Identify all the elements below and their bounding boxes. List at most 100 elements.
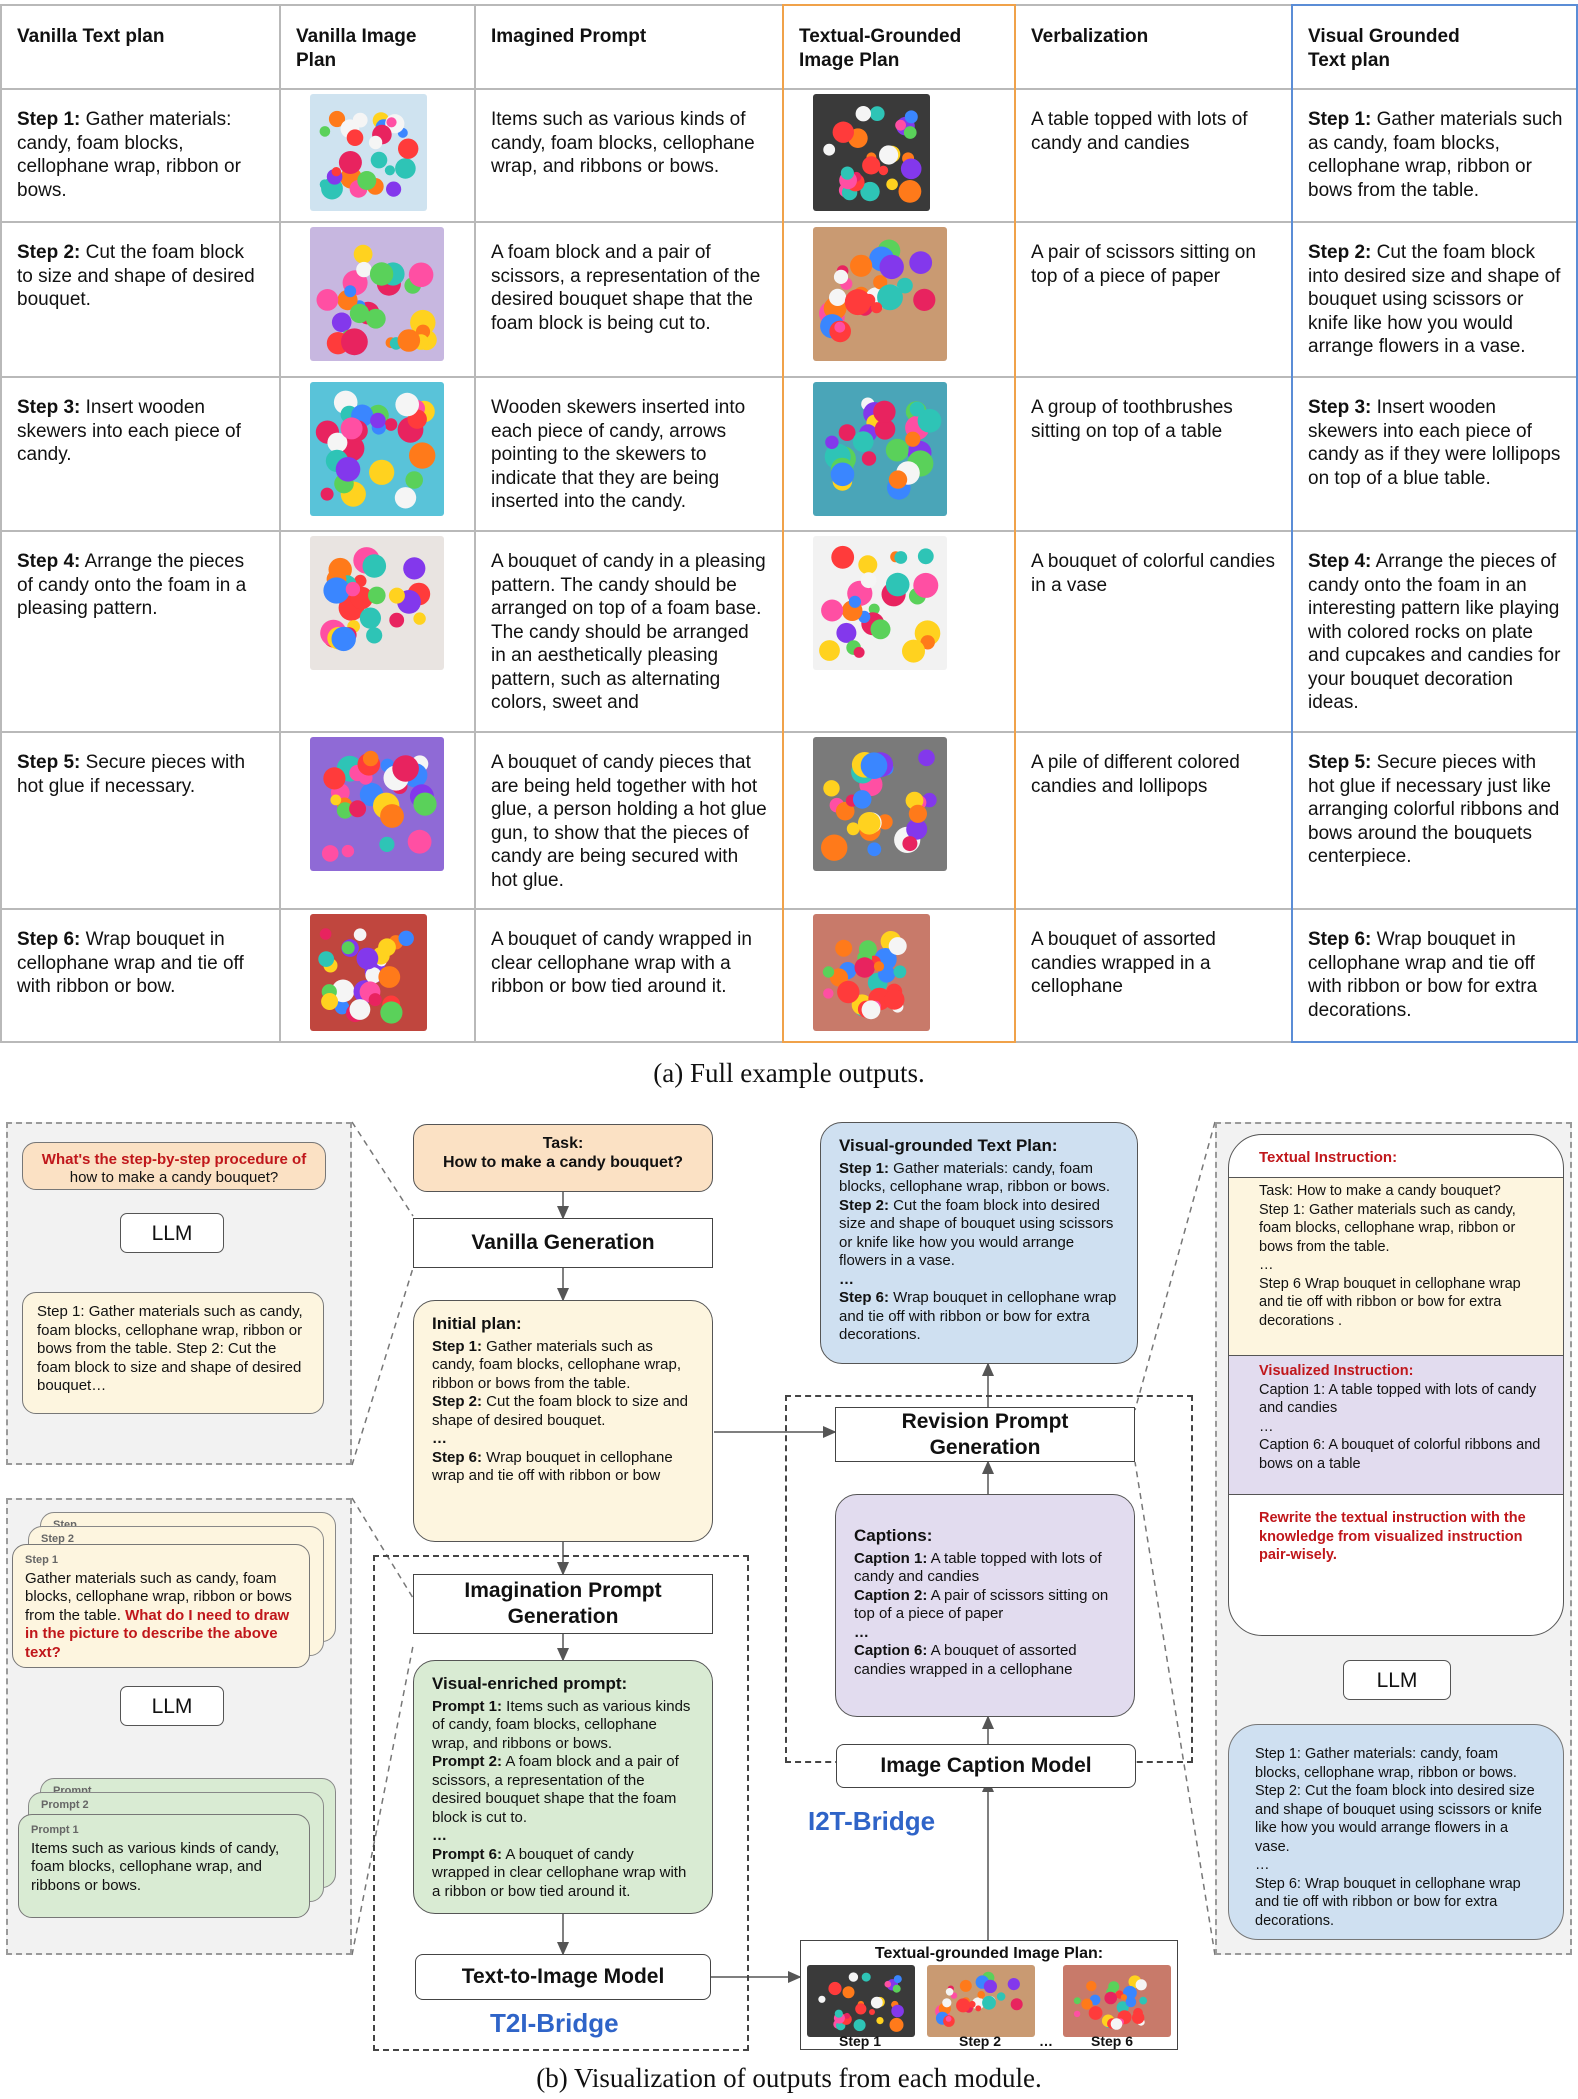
grounded-image: [813, 94, 930, 211]
text-line: …: [1255, 1857, 1270, 1873]
candy-piece: [818, 1995, 826, 2003]
candy-piece: [407, 829, 432, 854]
candy-piece: [362, 750, 379, 767]
candy-piece: [972, 1997, 985, 2010]
candy-piece: [352, 112, 368, 128]
candy-piece: [908, 804, 927, 823]
rewrite-instruction: Rewrite the textual instruction with the…: [1259, 1510, 1526, 1563]
candy-piece: [345, 581, 361, 597]
candy-piece: [852, 431, 874, 452]
list-item-key: …: [854, 1623, 869, 1641]
candy-piece: [848, 595, 861, 608]
list-item-key: Caption 6:: [854, 1642, 928, 1659]
candy-piece: [331, 626, 356, 652]
grounded-text: Cut the foam block into desired size and…: [1308, 242, 1561, 357]
text-line: Step 6 Wrap bouquet in cellophane wrap a…: [1259, 1275, 1521, 1329]
candy-piece: [356, 947, 379, 970]
grounded-text: Gather materials such as candy, foam blo…: [1308, 109, 1563, 201]
candy-piece: [854, 957, 875, 978]
vanilla-image: [310, 94, 427, 211]
grounded-image: [813, 227, 947, 361]
candy-piece: [365, 967, 382, 984]
candy-piece: [874, 419, 896, 440]
step-label: Step 1:: [17, 109, 81, 130]
candy-piece: [365, 308, 386, 329]
candy-piece: [335, 457, 361, 482]
list-item-value: Cut the foam block to size and shape of …: [432, 1393, 688, 1429]
candy-piece: [852, 790, 872, 809]
candy-piece: [320, 487, 334, 501]
candy-piece: [918, 749, 935, 767]
highlight-column-border: [1014, 4, 1016, 1041]
candy-piece: [917, 548, 934, 565]
candy-piece: [861, 1000, 881, 1020]
candy-piece: [893, 1975, 902, 1984]
table-horizontal-rule: [0, 376, 1578, 378]
candy-piece: [388, 587, 405, 604]
candy-piece: [895, 119, 906, 131]
vanilla-image-cell: [279, 221, 474, 376]
highlight-column-border: [782, 4, 1016, 6]
image-plan-label-6: Step 6: [1091, 2033, 1134, 2049]
verbal-text: A group of toothbrushes sitting on top o…: [1031, 397, 1233, 442]
candy-piece: [902, 836, 918, 852]
candy-piece: [327, 432, 348, 453]
candy-piece: [1010, 1998, 1023, 2011]
candy-piece: [834, 321, 846, 333]
llm-box-bottom: LLM: [120, 1686, 224, 1726]
candy-piece: [945, 2016, 952, 2022]
list-item-value: A bouquet of assorted candies wrapped in…: [854, 1642, 1077, 1678]
table-vertical-rule: [279, 4, 281, 1041]
step-label: Step 5:: [1308, 752, 1372, 773]
step-label: Step 6:: [1308, 929, 1372, 950]
candy-piece: [353, 244, 373, 264]
candy-piece: [341, 328, 368, 356]
candy-piece: [331, 312, 352, 333]
candy-piece: [349, 800, 367, 818]
candy-piece: [1125, 1996, 1137, 2008]
table-caption: (a) Full example outputs.: [653, 1058, 925, 1088]
grounded-image-cell: [782, 530, 1014, 731]
highlight-column-border: [1291, 4, 1293, 1041]
verbal-cell: A pair of scissors sitting on top of a p…: [1014, 221, 1291, 376]
candy-piece: [409, 442, 436, 469]
grounded-text: Wrap bouquet in cellophane wrap and tie …: [1308, 929, 1538, 1021]
candy-piece: [1089, 1994, 1101, 2006]
candy-piece: [873, 400, 896, 423]
candy-piece: [904, 110, 918, 124]
step-card-question: What do I need to draw in the picture to…: [25, 1606, 290, 1661]
candy-piece: [898, 180, 922, 203]
llm-box-top: LLM: [120, 1213, 224, 1253]
vanilla-image-cell: [279, 908, 474, 1041]
prompt-cell: A foam block and a pair of scissors, a r…: [474, 221, 782, 376]
column-header: Visual Grounded Text plan: [1291, 4, 1578, 88]
candy-piece: [945, 1988, 954, 1996]
candy-piece: [353, 928, 367, 941]
candy-piece: [977, 1990, 985, 1999]
candy-piece: [1116, 2001, 1129, 2014]
candy-piece: [903, 126, 917, 139]
list-item: Step 2: Cut the foam block into desired …: [839, 1197, 1119, 1271]
candy-piece: [877, 284, 903, 311]
candy-piece: [913, 572, 939, 598]
grounded-image-cell: [782, 221, 1014, 376]
candy-piece: [1088, 2006, 1103, 2020]
list-item-key: …: [839, 1270, 854, 1288]
list-item: Prompt 2: A foam block and a pair of sci…: [432, 1753, 694, 1827]
candy-piece: [913, 288, 936, 311]
candy-piece: [892, 1984, 901, 1993]
visualized-instruction-lines: Caption 1: A table topped with lots of c…: [1259, 1381, 1547, 1474]
list-item-value: A foam block and a pair of scissors, a r…: [432, 1753, 679, 1826]
table-horizontal-rule: [0, 731, 1578, 733]
candy-piece: [413, 792, 437, 816]
candy-piece: [1120, 1994, 1127, 2001]
grounded-image-cell: [782, 908, 1014, 1041]
candy-piece: [319, 126, 331, 137]
highlight-column-border: [1291, 1041, 1578, 1043]
vanilla-cell: Step 3: Insert wooden skewers into each …: [0, 376, 279, 530]
visual-grounded-plan-title: Visual-grounded Text Plan:: [839, 1136, 1058, 1155]
step-label: Step 3:: [1308, 397, 1372, 418]
list-item-key: Step 1:: [432, 1337, 483, 1355]
vanilla-generation-box: Vanilla Generation: [413, 1218, 713, 1268]
